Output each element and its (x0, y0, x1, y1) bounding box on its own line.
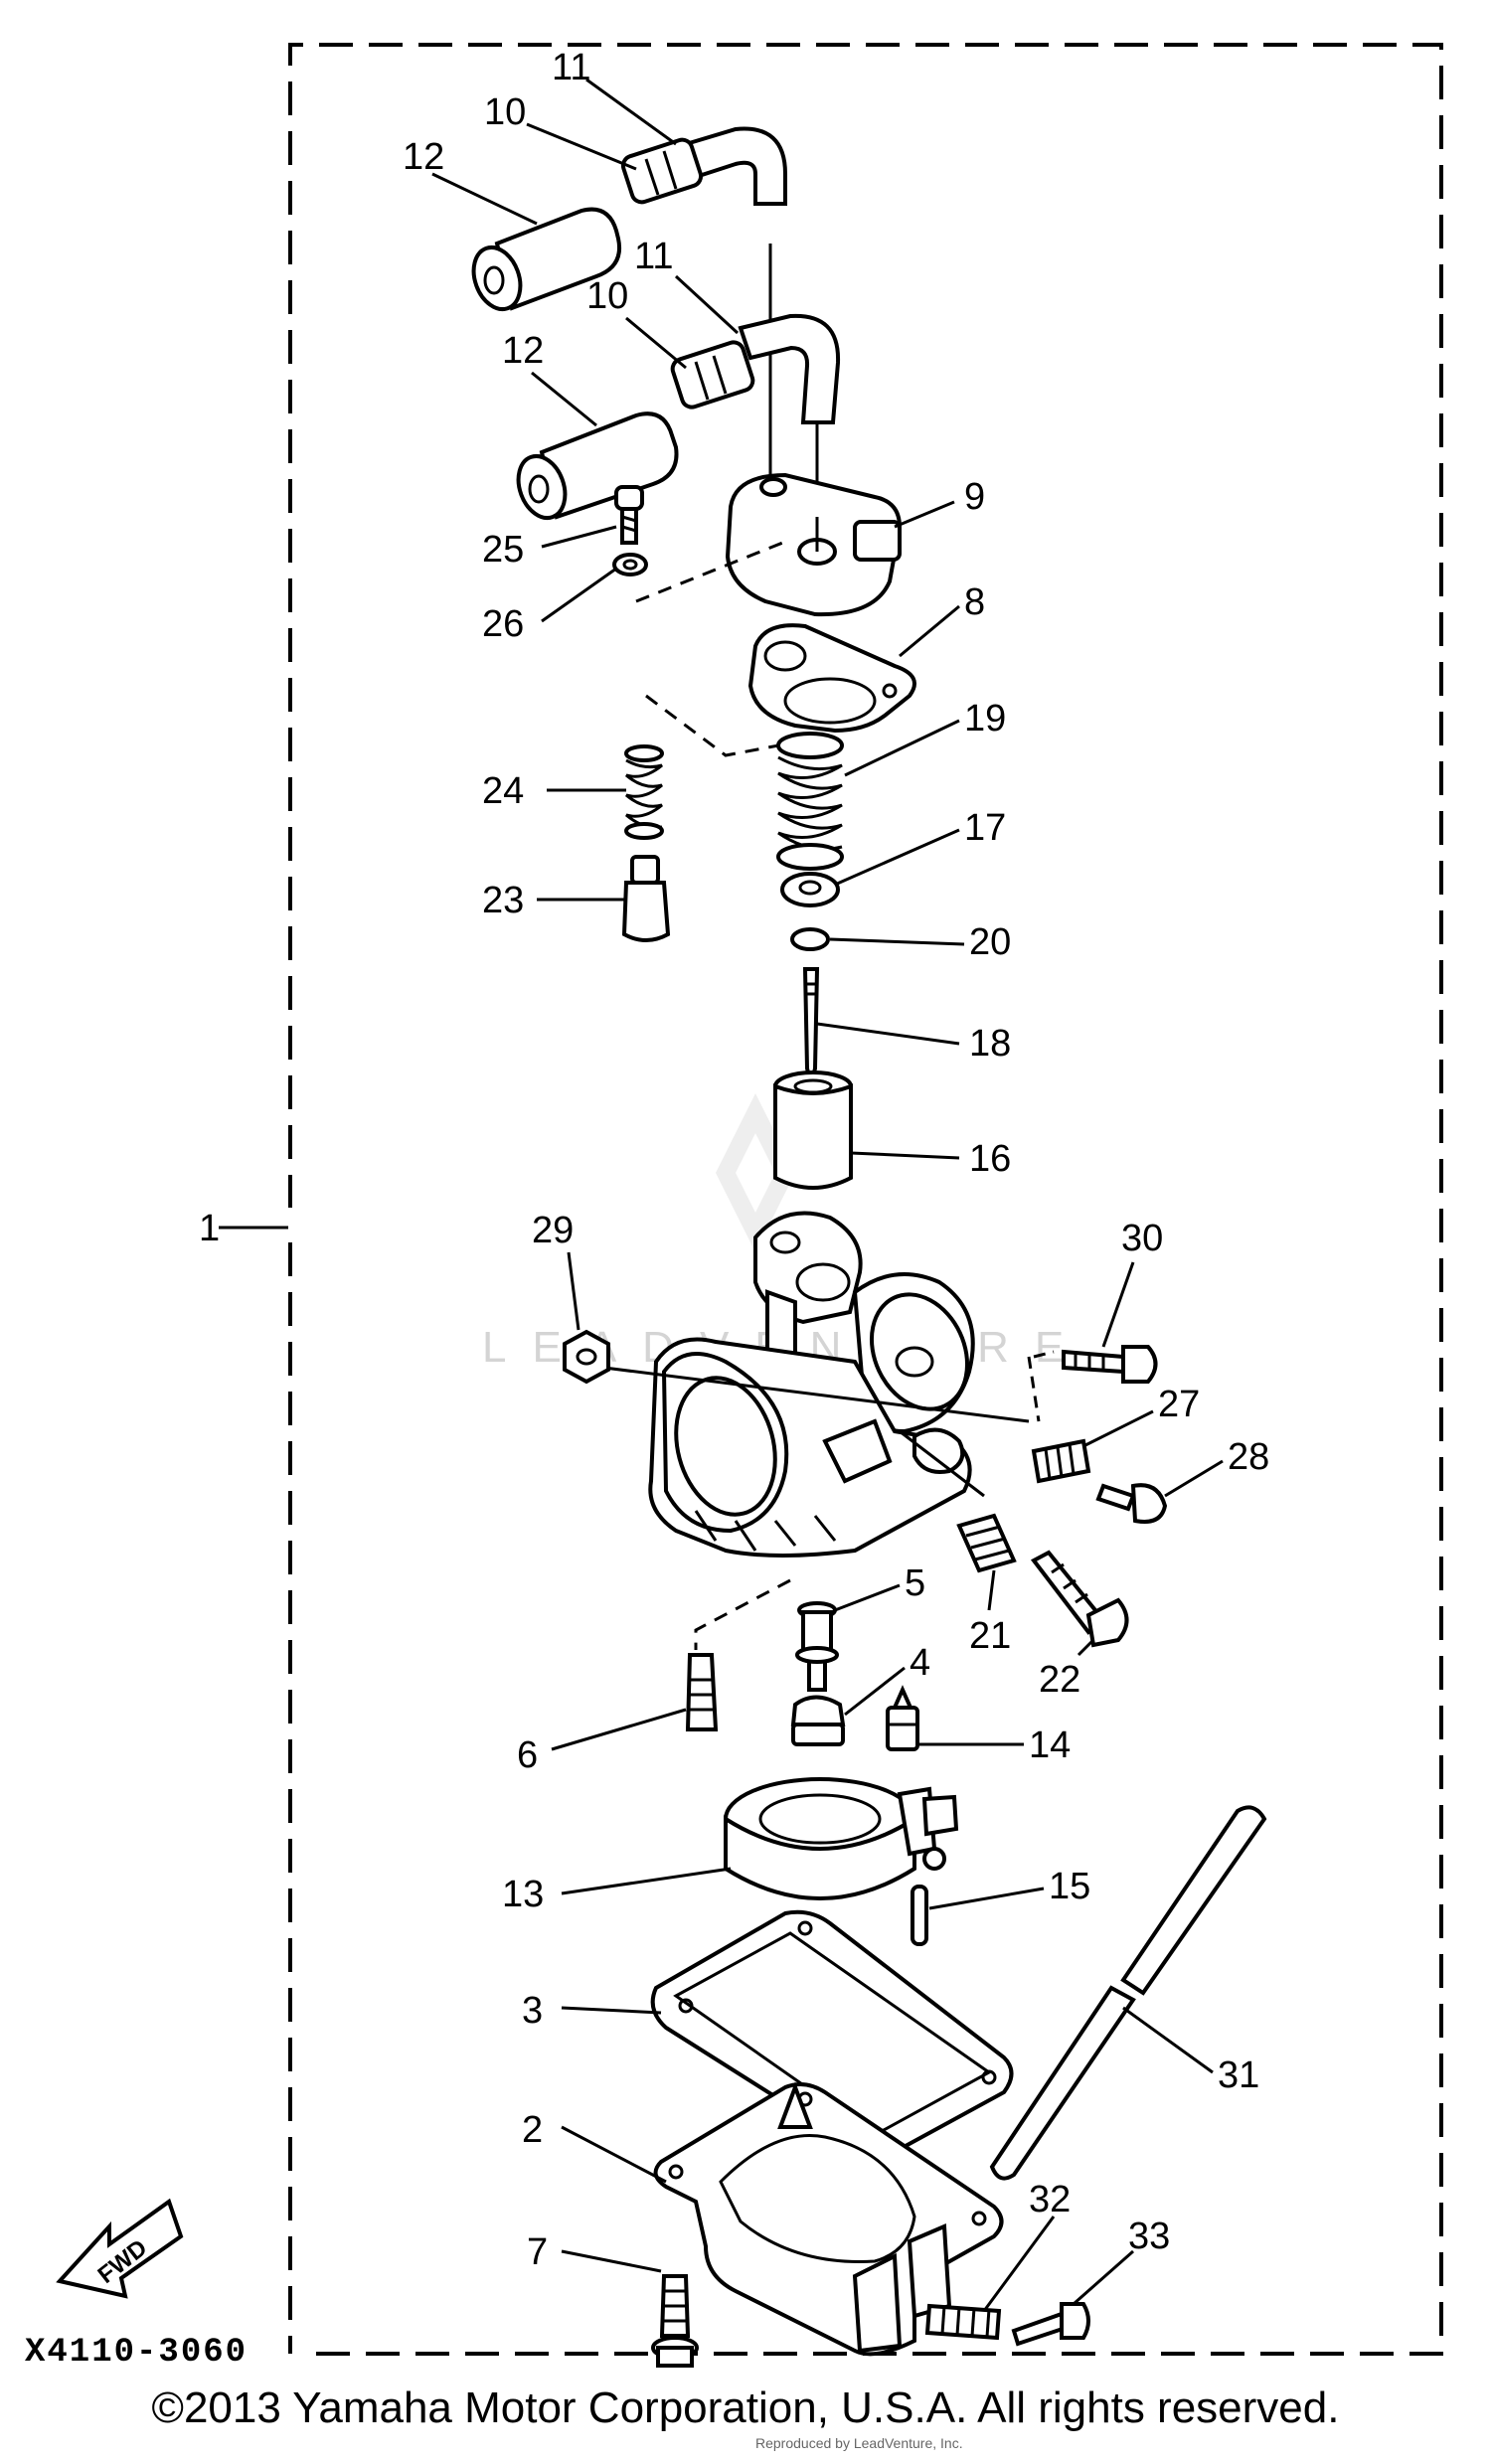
part-18-jet-needle (802, 967, 820, 1091)
label-30: 30 (1121, 1218, 1163, 1259)
part-21-spring (956, 1513, 1017, 1573)
label-33: 33 (1128, 2216, 1170, 2257)
part-30-screw (1062, 1345, 1158, 1384)
label-18: 18 (969, 1023, 1011, 1065)
label-2: 2 (522, 2109, 543, 2151)
part-4-main-jet (790, 1695, 846, 1746)
label-11a: 11 (552, 47, 590, 88)
part-22-pilot-screw (1030, 1550, 1129, 1648)
part-6-pilot-jet (685, 1653, 719, 1731)
label-8: 8 (964, 581, 985, 623)
part-1-carburetor-body (648, 1211, 975, 1558)
part-26-washer (612, 553, 648, 576)
part-29-nut (563, 1329, 610, 1385)
label-3: 3 (522, 1990, 543, 2032)
part-27-spring (1031, 1438, 1091, 1484)
part-19-spring (776, 732, 844, 871)
part-9-carburetor-cap (725, 472, 903, 617)
label-31: 31 (1218, 2054, 1259, 2096)
label-14: 14 (1029, 1725, 1071, 1766)
part-labels: 11 10 12 11 10 12 9 25 26 8 19 24 17 23 … (199, 47, 1269, 2273)
copyright-notice: ©2013 Yamaha Motor Corporation, U.S.A. A… (151, 2383, 1340, 2432)
label-28: 28 (1228, 1436, 1269, 1478)
diagram-code: X4110-3060 (25, 2334, 248, 2372)
label-10b: 10 (586, 275, 628, 317)
label-32: 32 (1029, 2179, 1071, 2220)
part-25-screw (614, 485, 644, 545)
label-12a: 12 (403, 136, 444, 178)
label-15: 15 (1049, 1866, 1090, 1907)
part-20-clip (790, 927, 830, 951)
fwd-arrow-icon: FWD (56, 2198, 184, 2299)
label-4: 4 (910, 1642, 930, 1684)
label-19: 19 (964, 698, 1006, 739)
label-16: 16 (969, 1138, 1011, 1180)
label-6: 6 (517, 1734, 538, 1776)
label-29: 29 (532, 1210, 574, 1251)
part-5-needle-jet (795, 1601, 839, 1692)
part-2-float-chamber (653, 2081, 1004, 2357)
part-32-spring (924, 2303, 1002, 2341)
label-10a: 10 (484, 91, 526, 133)
part-7-screw (651, 2274, 699, 2368)
leader-lines (219, 78, 1224, 2312)
label-20: 20 (969, 921, 1011, 963)
part-33-screw (1011, 2302, 1090, 2347)
part-11-pipe-upper (683, 126, 787, 206)
reproduction-note: Reproduced by LeadVenture, Inc. (755, 2435, 963, 2451)
part-10-nozzle-upper (620, 137, 704, 205)
label-22: 22 (1039, 1659, 1080, 1701)
label-7: 7 (527, 2231, 548, 2273)
part-17-retainer (780, 872, 840, 907)
part-28-screw (1095, 1483, 1168, 1524)
label-11b: 11 (634, 236, 673, 277)
part-23-adjuster (621, 855, 671, 942)
label-5: 5 (905, 1562, 925, 1604)
label-12b: 12 (502, 330, 544, 372)
part-15-float-pin (911, 1885, 928, 1946)
part-10-nozzle-lower (670, 340, 755, 410)
part-8-gasket (747, 623, 916, 734)
label-25: 25 (482, 529, 524, 571)
label-23: 23 (482, 880, 524, 921)
part-12-sleeve-upper (471, 207, 621, 311)
part-11-pipe-lower (738, 313, 841, 424)
assembly-border (288, 43, 1443, 2356)
label-13: 13 (502, 1874, 544, 1915)
part-12-sleeve-lower (516, 411, 679, 520)
part-24-spring (624, 744, 664, 840)
label-24: 24 (482, 770, 524, 812)
label-21: 21 (969, 1615, 1011, 1657)
label-9: 9 (964, 476, 985, 518)
label-26: 26 (482, 603, 524, 645)
part-16-throttle-valve (773, 1070, 853, 1190)
part-14-needle-valve (886, 1685, 919, 1751)
part-31-overflow-tube (989, 1805, 1267, 2181)
part-3-float-chamber-gasket (650, 1909, 1014, 2157)
label-1: 1 (199, 1208, 220, 1249)
label-17: 17 (964, 807, 1006, 849)
part-13-float (724, 1777, 959, 1900)
label-27: 27 (1158, 1384, 1200, 1425)
